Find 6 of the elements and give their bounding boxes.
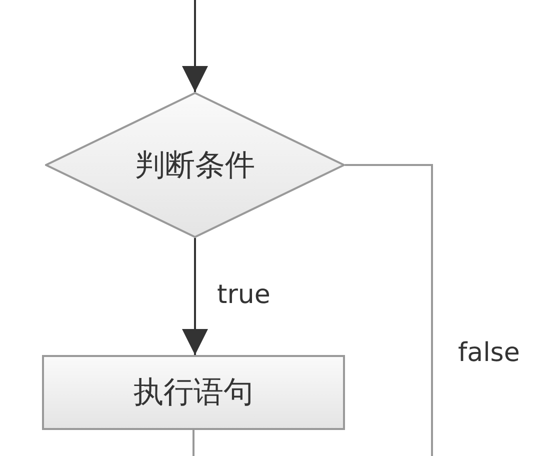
connector-line (192, 430, 194, 456)
statement-text: 执行语句 (134, 374, 254, 412)
arrow (182, 238, 208, 355)
connector-line (345, 164, 433, 456)
condition-text: 判断条件 (135, 146, 255, 184)
arrow (182, 0, 208, 92)
